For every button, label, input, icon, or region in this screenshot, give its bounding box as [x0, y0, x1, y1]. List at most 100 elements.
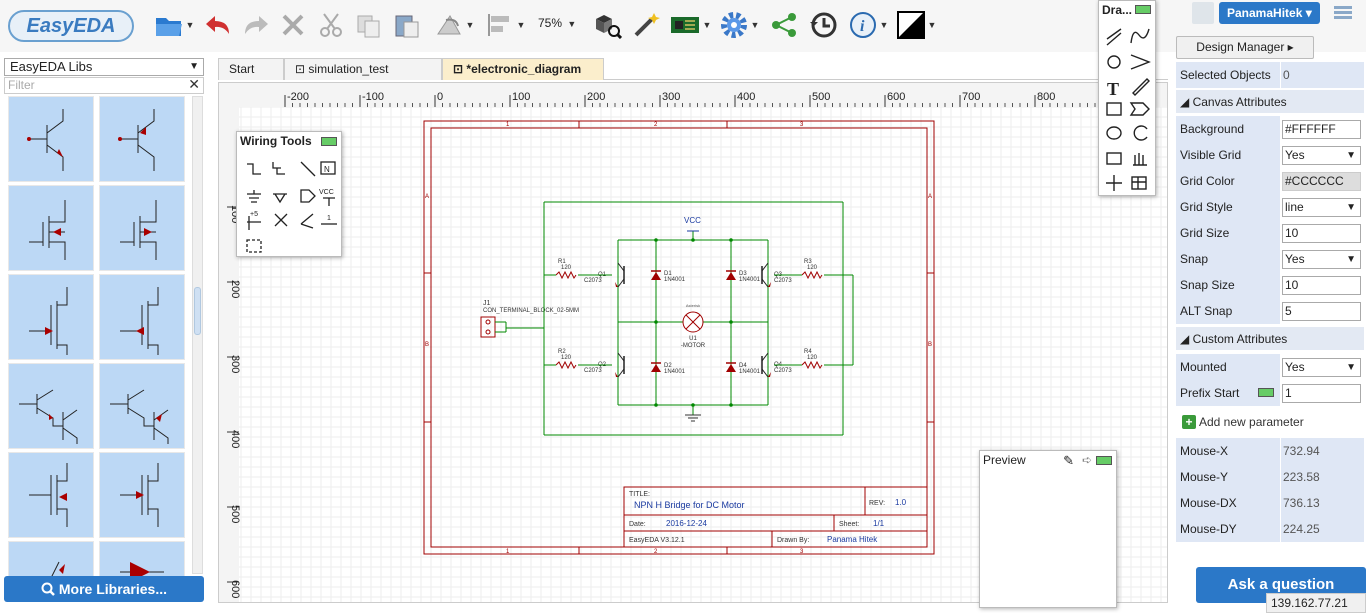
copy-button[interactable]: [352, 8, 386, 42]
chevron-down-icon: ▼: [189, 61, 199, 72]
library-symbol-tile[interactable]: [8, 274, 94, 360]
ruler-label: 400: [737, 91, 755, 103]
redo-button[interactable]: [240, 8, 274, 42]
avatar[interactable]: [1192, 2, 1214, 24]
netport-icon: [300, 189, 316, 203]
main-toolbar: EasyEDA ▼ ▼ ▼ 75% ▼ ▼ ▼ i▼: [0, 0, 1366, 52]
edit-icon[interactable]: ✎: [1063, 453, 1074, 468]
minimize-icon[interactable]: [1135, 5, 1151, 14]
pcb-button[interactable]: ▼: [666, 8, 714, 42]
library-symbol-tile[interactable]: [99, 452, 185, 538]
settings-button[interactable]: ▼: [716, 8, 762, 42]
more-libraries-button[interactable]: More Libraries...: [4, 576, 204, 602]
grid-color-input[interactable]: #CCCCCC: [1282, 172, 1361, 191]
transistor-arrow: [615, 282, 618, 287]
magic-wand-button[interactable]: [630, 8, 664, 42]
delete-button[interactable]: [278, 8, 308, 42]
undo-button[interactable]: [200, 8, 234, 42]
library-symbol-tile[interactable]: [8, 96, 94, 182]
prefix-start-input[interactable]: 1: [1282, 384, 1361, 403]
hamburger-menu-icon[interactable]: [1334, 6, 1352, 20]
preview-window[interactable]: Preview ✎ ➪: [979, 450, 1117, 608]
history-button[interactable]: [806, 8, 840, 42]
snap-size-input[interactable]: 10: [1282, 276, 1361, 295]
add-parameter-button[interactable]: +Add new parameter: [1182, 411, 1304, 433]
library-symbol-tile[interactable]: [8, 185, 94, 271]
library-symbol-tile[interactable]: [8, 541, 94, 576]
library-selector[interactable]: EasyEDA Libs▼: [4, 58, 204, 76]
library-symbol-tile[interactable]: [99, 274, 185, 360]
library-scrollbar[interactable]: [192, 96, 203, 574]
wiring-tools-window[interactable]: Wiring Tools N VCC 1 +5: [236, 131, 342, 257]
row-label: Selected Objects: [1176, 62, 1280, 88]
tab-electronic-diagram[interactable]: ⊡ *electronic_diagram: [442, 58, 604, 80]
diode-symbol: [651, 364, 661, 372]
grid-style-select[interactable]: line: [1282, 198, 1361, 217]
paste-button[interactable]: [390, 8, 424, 42]
ruler-label: 200: [587, 91, 605, 103]
preview-title: Preview: [983, 453, 1026, 467]
library-symbol-tile[interactable]: [8, 363, 94, 449]
diode-ref: D3: [739, 271, 747, 277]
add-parameter-label: Add new parameter: [1199, 415, 1304, 429]
forward-icon[interactable]: ➪: [1081, 453, 1092, 467]
tab-simulation-test[interactable]: ⊡ simulation_test: [284, 58, 442, 80]
library-filter-input[interactable]: Filter✕: [4, 77, 204, 94]
section-label: Custom Attributes: [1192, 332, 1288, 346]
background-input[interactable]: #FFFFFF: [1282, 120, 1361, 139]
align-icon: [487, 14, 509, 36]
scrollbar-thumb[interactable]: [194, 287, 201, 335]
custom-attributes-header[interactable]: ◢ Custom Attributes: [1176, 327, 1364, 351]
library-symbol-tile[interactable]: [8, 452, 94, 538]
rev-label: REV:: [869, 500, 885, 507]
toggle-icon[interactable]: [1258, 388, 1274, 397]
alt-snap-input[interactable]: 5: [1282, 302, 1361, 321]
ruler-label: -100: [362, 91, 384, 103]
diode-symbol: [726, 364, 736, 372]
svg-text:i: i: [860, 18, 865, 35]
minimize-icon[interactable]: [321, 137, 337, 146]
border-col-label: 2: [654, 549, 658, 555]
visible-grid-select[interactable]: Yes: [1282, 146, 1361, 165]
ruler-label: 300: [662, 91, 680, 103]
user-menu-button[interactable]: PanamaHitek ▾: [1219, 2, 1320, 24]
resistor-value: 120: [561, 265, 572, 271]
diode-value: 1N4001: [664, 277, 686, 283]
library-symbol-tile[interactable]: [99, 96, 185, 182]
snap-select[interactable]: Yes: [1282, 250, 1361, 269]
rectangle-icon: [1106, 102, 1122, 116]
minimize-icon[interactable]: [1096, 456, 1112, 465]
design-manager-button[interactable]: Design Manager ▸: [1176, 36, 1314, 59]
ruler-label: 600: [887, 91, 905, 103]
motor-cross: [685, 314, 701, 330]
library-symbol-tile[interactable]: [99, 185, 185, 271]
junction-dot: [654, 320, 658, 324]
zoom-level[interactable]: 75% ▼: [538, 16, 577, 30]
document-tabs: Start ⊡ simulation_test ⊡ *electronic_di…: [218, 58, 1168, 80]
align-button[interactable]: ▼: [484, 8, 528, 42]
sheet-border-outer: [423, 120, 935, 555]
transistor-collector: [617, 262, 625, 272]
resistor-value: 120: [807, 355, 818, 361]
theme-button[interactable]: ▼: [894, 8, 938, 42]
vertical-ruler: [219, 83, 239, 602]
grid-size-input[interactable]: 10: [1282, 224, 1361, 243]
magic-wand-icon: [634, 13, 660, 37]
transistor-value: C2073: [584, 368, 602, 374]
open-file-button[interactable]: ▼: [152, 8, 196, 42]
library-symbol-tile[interactable]: [99, 363, 185, 449]
search-components-button[interactable]: [590, 8, 624, 42]
cut-button[interactable]: [316, 8, 346, 42]
mounted-select[interactable]: Yes: [1282, 358, 1361, 377]
close-icon[interactable]: ✕: [188, 76, 200, 92]
share-button[interactable]: [768, 8, 800, 42]
canvas-attributes-header[interactable]: ◢ Canvas Attributes: [1176, 90, 1364, 114]
plus-icon: +: [1182, 415, 1196, 429]
drawing-tools-window[interactable]: Dra... T: [1098, 0, 1156, 196]
library-symbol-tile[interactable]: [99, 541, 185, 576]
tab-start[interactable]: Start: [218, 58, 284, 80]
info-button[interactable]: i▼: [846, 8, 890, 42]
motor-ref: U1: [689, 336, 697, 342]
rotate-button[interactable]: ▼: [430, 8, 478, 42]
